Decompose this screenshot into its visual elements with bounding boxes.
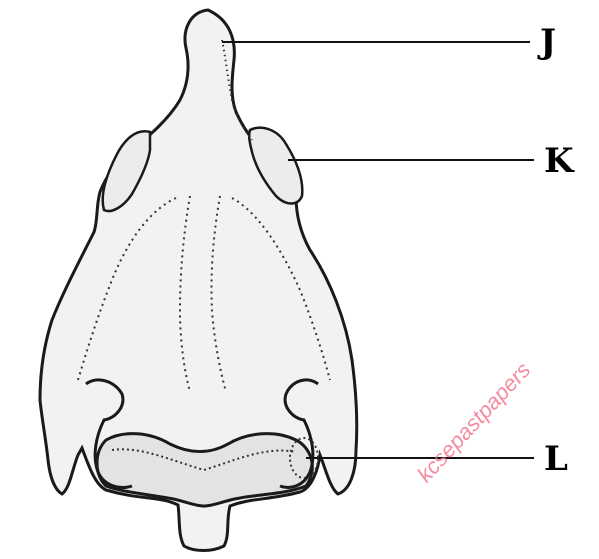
label-k: K	[544, 144, 574, 178]
label-j: J	[540, 25, 556, 59]
label-l: L	[544, 442, 568, 476]
